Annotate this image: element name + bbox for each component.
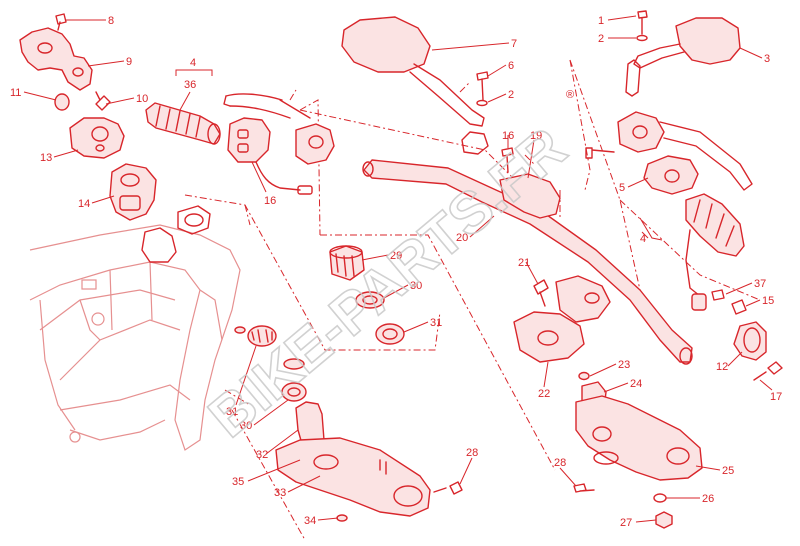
callout-28: 28 — [466, 447, 478, 459]
callout-36: 36 — [184, 79, 196, 91]
leader-lines — [23, 15, 773, 523]
right-grip-icon — [685, 193, 745, 257]
right-controls — [585, 111, 767, 361]
left-switch-and-lever — [223, 93, 335, 195]
callout-10: 10 — [136, 93, 148, 105]
callout-7: 7 — [511, 38, 517, 50]
callout-5: 5 — [619, 182, 625, 194]
callouts: 8 9 4 36 11 10 13 14 16 7 6 2 16 19 1 2 … — [10, 15, 782, 529]
callout-28-right: 28 — [554, 457, 566, 469]
left-switch-assembly — [19, 27, 211, 263]
callout-1: 1 — [598, 15, 604, 27]
callout-25: 25 — [722, 465, 734, 477]
callout-20: 20 — [456, 232, 468, 244]
lower-yoke-icon — [275, 437, 431, 517]
callout-35: 35 — [232, 476, 244, 488]
washer-icon — [355, 291, 385, 309]
callout-27: 27 — [620, 517, 632, 529]
ignition-lock-icon — [109, 163, 157, 221]
callout-31-lower: 31 — [226, 406, 238, 418]
bar-clamps — [499, 173, 611, 413]
callout-16-upper: 16 — [502, 130, 514, 142]
callout-16: 16 — [264, 195, 276, 207]
registered-mark: ® — [566, 89, 574, 101]
callout-24: 24 — [630, 378, 642, 390]
callout-26: 26 — [702, 493, 714, 505]
lower-steering-assembly — [247, 325, 431, 517]
callout-30: 30 — [410, 280, 422, 292]
callout-31: 31 — [430, 317, 442, 329]
grommet-icon — [54, 93, 70, 111]
callout-30-lower: 30 — [240, 420, 252, 432]
center-stack — [329, 245, 405, 345]
handlebar-switch-icon — [227, 117, 271, 163]
callout-32: 32 — [256, 449, 268, 461]
callout-9: 9 — [126, 56, 132, 68]
assembly-lines — [184, 59, 761, 541]
clutch-master-icon — [295, 123, 335, 165]
callout-23: 23 — [618, 359, 630, 371]
callout-37: 37 — [754, 278, 766, 290]
callout-12: 12 — [716, 361, 728, 373]
frame-drawing — [29, 224, 241, 451]
callout-21: 21 — [518, 257, 530, 269]
callout-17: 17 — [770, 391, 782, 403]
callout-11: 11 — [10, 87, 21, 99]
callout-3: 3 — [764, 53, 770, 65]
fasteners — [55, 10, 783, 522]
bearing-icon — [375, 323, 405, 345]
brake-master-icon — [617, 111, 665, 153]
callout-13: 13 — [40, 152, 52, 164]
top-yoke-icon — [575, 395, 703, 481]
riser-icon — [513, 311, 585, 363]
callout-6: 6 — [508, 60, 514, 72]
callout-2-right: 2 — [598, 33, 604, 45]
callout-34: 34 — [304, 515, 316, 527]
callout-4: 4 — [190, 57, 196, 69]
callout-14: 14 — [78, 198, 90, 210]
callout-15: 15 — [762, 295, 774, 307]
handlebar — [362, 159, 693, 365]
switch-housing-icon — [69, 117, 125, 159]
grip-icon — [145, 102, 221, 145]
right-mirror-icon — [675, 17, 741, 65]
throttle-switch-icon — [643, 155, 699, 195]
callout-29: 29 — [390, 250, 402, 262]
upper-clamp-icon — [499, 173, 561, 219]
left-mirror-icon — [341, 16, 431, 73]
callout-33: 33 — [274, 487, 286, 499]
switch-cover-icon — [19, 27, 93, 91]
callout-19: 19 — [530, 130, 542, 142]
callout-8: 8 — [108, 15, 114, 27]
upper-yoke — [575, 395, 703, 529]
callout-4-right: 4 — [640, 233, 646, 245]
callout-2: 2 — [508, 89, 514, 101]
callout-22: 22 — [538, 388, 550, 400]
mirrors — [341, 16, 741, 155]
left-grip — [145, 102, 221, 145]
